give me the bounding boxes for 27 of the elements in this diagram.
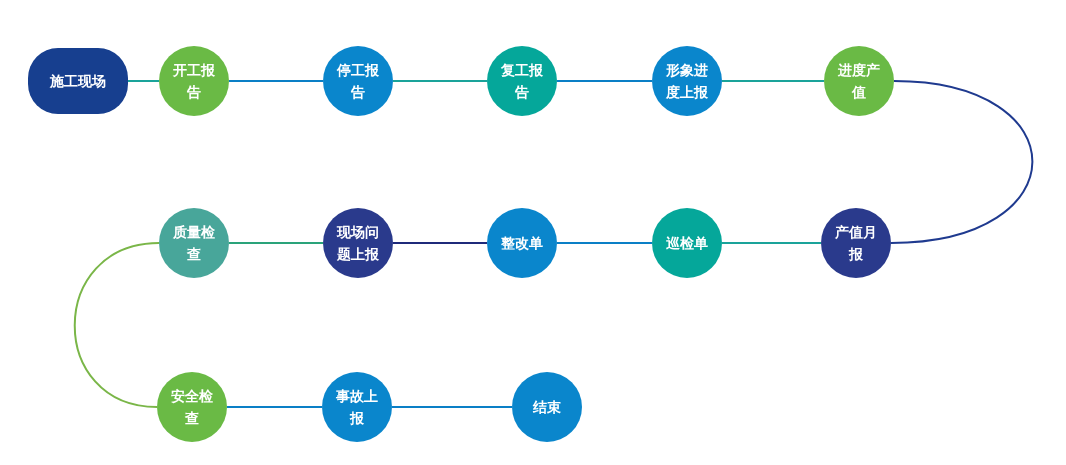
connector-line: [890, 80, 1034, 244]
step-circle: 复工报告: [487, 46, 557, 116]
connector-line: [392, 242, 488, 244]
step-circle: 停工报告: [323, 46, 393, 116]
connector-line: [721, 80, 825, 82]
start-box: 施工现场: [28, 48, 128, 114]
step-circle: 事故上报: [322, 372, 392, 442]
step-circle: 巡检单: [652, 208, 722, 278]
step-circle: 结束: [512, 372, 582, 442]
connector-line: [392, 80, 488, 82]
connector-line: [721, 242, 822, 244]
connector-line: [228, 242, 324, 244]
connector-line: [556, 80, 653, 82]
step-circle: 开工报告: [159, 46, 229, 116]
connector-line: [226, 406, 323, 408]
step-circle: 整改单: [487, 208, 557, 278]
connector-line: [391, 406, 513, 408]
connector-line: [556, 242, 653, 244]
step-circle: 现场问题上报: [323, 208, 393, 278]
connector-line: [228, 80, 324, 82]
step-circle: 形象进度上报: [652, 46, 722, 116]
step-circle: 进度产值: [824, 46, 894, 116]
connector-line: [127, 80, 160, 82]
step-circle: 质量检查: [159, 208, 229, 278]
step-circle: 产值月报: [821, 208, 891, 278]
connector-line: [73, 242, 160, 408]
step-circle: 安全检查: [157, 372, 227, 442]
